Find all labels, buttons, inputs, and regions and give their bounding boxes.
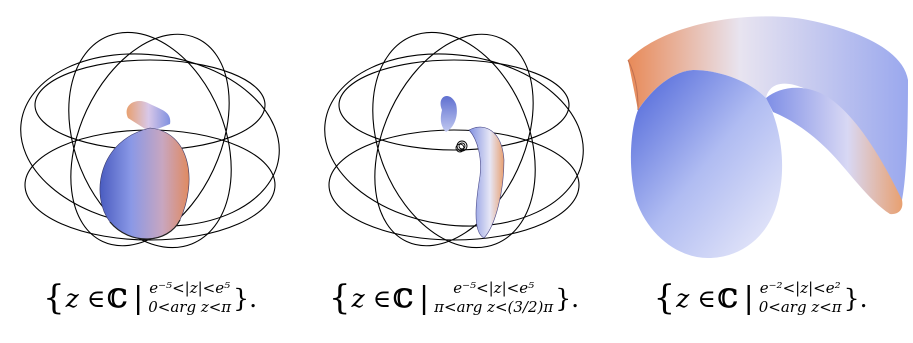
close-brace: }. (233, 283, 258, 313)
condition-stack: e⁻⁵<|z|<e⁵ 0<arg z<π (148, 279, 231, 317)
caption-1: { z ∈ ℂ | e⁻⁵<|z|<e⁵ 0<arg z<π }. (0, 268, 300, 328)
modulus-condition: e⁻⁵<|z|<e⁵ (453, 279, 535, 298)
modulus-condition: e⁻⁵<|z|<e⁵ (149, 279, 231, 298)
surface-shape-2 (440, 96, 505, 239)
argument-condition: 0<arg z<π (148, 298, 232, 316)
surface-shape-1 (99, 100, 190, 240)
close-brace: }. (555, 283, 580, 313)
surface-shape-3 (627, 16, 908, 258)
caption-2: { z ∈ ℂ | e⁻⁵<|z|<e⁵ π<arg z<(3/2)π }. (304, 268, 604, 328)
complex-set: ℂ (393, 283, 414, 313)
set-bar: | (133, 280, 144, 316)
wireframe-sphere (324, 31, 584, 249)
argument-condition: π<arg z<(3/2)π (434, 298, 554, 316)
z-in: z ∈ (65, 283, 106, 313)
set-bar: | (419, 280, 430, 316)
figure-panel-3: { z ∈ ℂ | e⁻²<|z|<e² 0<arg z<π }. (608, 0, 913, 343)
argument-condition: 0<arg z<π (758, 298, 842, 316)
riemann-sphere-plot-1 (20, 31, 280, 249)
open-brace: { (653, 278, 676, 318)
z-in: z ∈ (351, 283, 392, 313)
caption-3: { z ∈ ℂ | e⁻²<|z|<e² 0<arg z<π }. (608, 268, 913, 328)
open-brace: { (328, 278, 351, 318)
riemann-sphere-plot-2 (324, 31, 584, 249)
close-brace: }. (843, 283, 868, 313)
complex-set: ℂ (717, 283, 738, 313)
z-in: z ∈ (676, 283, 716, 313)
surface-closeup-plot-3 (627, 16, 908, 258)
open-brace: { (42, 278, 65, 318)
condition-stack: e⁻²<|z|<e² 0<arg z<π (759, 279, 842, 317)
modulus-condition: e⁻²<|z|<e² (759, 279, 841, 298)
complex-set: ℂ (107, 283, 128, 313)
figure-panel-1: { z ∈ ℂ | e⁻⁵<|z|<e⁵ 0<arg z<π }. (0, 0, 300, 343)
set-bar: | (743, 280, 754, 316)
figure-panel-2: { z ∈ ℂ | e⁻⁵<|z|<e⁵ π<arg z<(3/2)π }. (304, 0, 604, 343)
condition-stack: e⁻⁵<|z|<e⁵ π<arg z<(3/2)π (434, 279, 553, 317)
